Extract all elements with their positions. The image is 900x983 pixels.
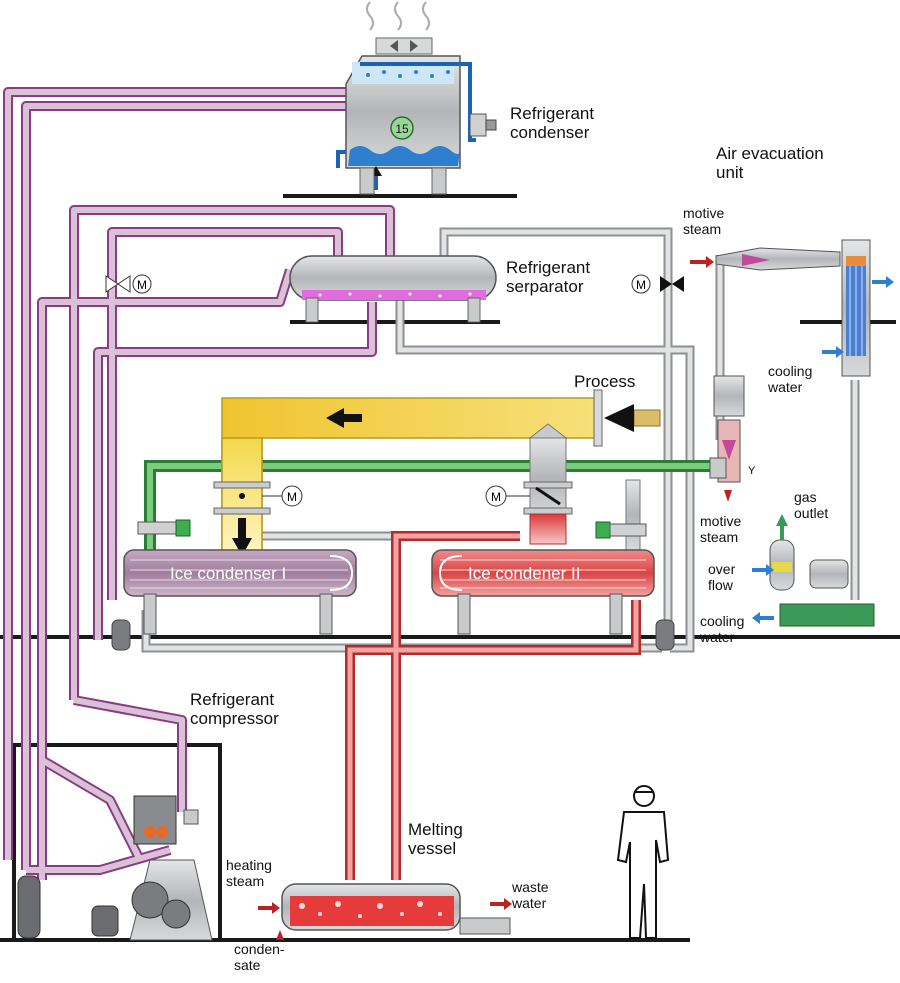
label-waste-water: waste water xyxy=(512,879,549,911)
process-inlet-arrow-icon xyxy=(604,404,634,432)
label-melting-vessel: Melting vessel xyxy=(408,820,463,859)
refrigerant-compressor-unit xyxy=(17,795,213,941)
label-cooling-water-bottom: cooling water xyxy=(700,613,745,645)
motor-valve-icon: M M M M xyxy=(105,274,684,507)
label-ice-condenser-2: Ice condener II xyxy=(468,564,581,583)
label-motive-steam-bottom: motive steam xyxy=(700,513,742,545)
motor-label: M xyxy=(491,490,501,504)
label-motive-steam-top: motive steam xyxy=(683,205,725,237)
refrigerant-pipes xyxy=(3,87,447,880)
process-inlet xyxy=(633,409,661,427)
refrigerant-separator-vessel xyxy=(289,255,497,323)
label-ice-condenser-1: Ice condenser I xyxy=(170,564,287,583)
process-flange xyxy=(593,389,603,447)
label-condensate: conden- sate xyxy=(234,941,285,973)
compressor-room xyxy=(12,743,222,938)
motor-label: M xyxy=(137,278,147,292)
refrigerant-condenser-unit: 15 xyxy=(336,1,497,195)
hot-water-lines xyxy=(345,531,641,880)
label-process: Process xyxy=(574,372,636,391)
y-marker: Y xyxy=(748,465,756,477)
down-arrow-icon xyxy=(232,518,252,556)
label-heating-steam: heating steam xyxy=(226,857,272,889)
label-air-evacuation-unit: Air evacuation unit xyxy=(716,144,824,183)
ice-condenser-2 xyxy=(431,521,675,651)
label-over-flow: over flow xyxy=(708,561,736,593)
unit-number-badge xyxy=(390,116,414,140)
label-refrigerant-condenser: Refrigerant condenser xyxy=(510,104,595,143)
flow-arrow-icon xyxy=(326,408,362,428)
label-cooling-water-right: cooling water xyxy=(768,363,813,395)
motor-label: M xyxy=(636,278,646,292)
motor-label: M xyxy=(287,490,297,504)
worker-figure-icon xyxy=(616,785,670,939)
label-gas-outlet: gas outlet xyxy=(794,489,829,521)
label-refrigerant-separator: Refrigerant serparator xyxy=(506,258,591,297)
steam-wave-icon xyxy=(366,1,430,31)
melting-vessel-tank xyxy=(258,883,512,940)
air-evacuation-unit: Y xyxy=(690,239,894,627)
ice-condenser-1 xyxy=(111,519,357,651)
fan-icon xyxy=(375,37,433,55)
label-refrigerant-compressor: Refrigerant compressor xyxy=(190,690,279,729)
process-gas-duct xyxy=(213,389,661,561)
unit-number: 15 xyxy=(395,122,409,136)
